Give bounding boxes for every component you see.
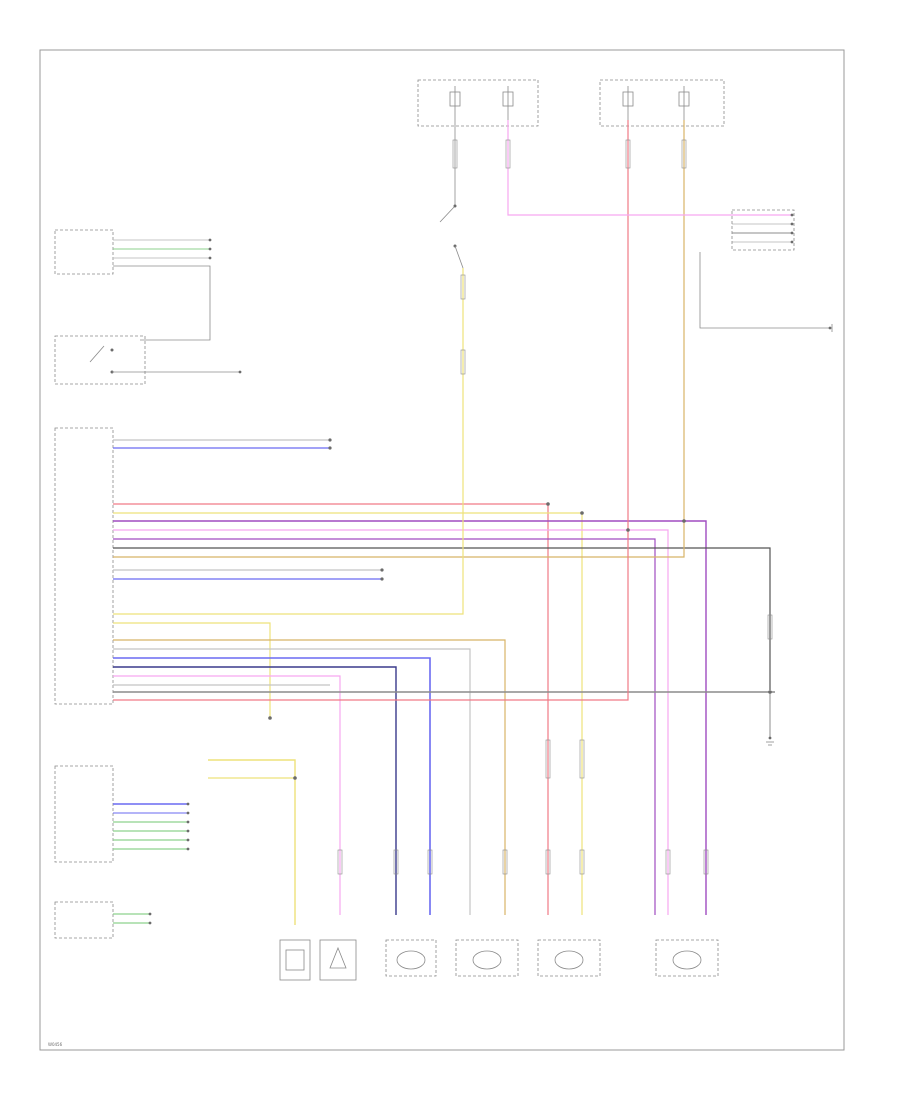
right-rear-inner-sensor	[537, 939, 601, 977]
rear-sensor-unit	[319, 939, 357, 981]
fuse-box-right	[599, 79, 725, 127]
left-rear-outer-sensor	[385, 939, 437, 977]
diagram-frame	[39, 49, 845, 1051]
brake-switch	[439, 204, 464, 269]
ground-symbols	[766, 324, 833, 746]
fuse-box-left	[417, 79, 539, 127]
left-rear-inner-sensor	[455, 939, 519, 977]
inline-connectors	[337, 139, 773, 875]
pump-motor	[279, 939, 311, 981]
body-control-module	[54, 229, 114, 275]
park-assist-module	[54, 427, 114, 705]
right-connector	[731, 209, 795, 251]
wire-arrow-tips	[148, 213, 832, 925]
diagram-code: W0456	[48, 1042, 63, 1047]
right-rear-outer-sensor	[655, 939, 719, 977]
bottom-components	[279, 939, 719, 981]
instrument-cluster	[54, 901, 114, 939]
wires	[112, 120, 830, 925]
power-distribution-unit	[54, 765, 114, 863]
splice-points	[268, 502, 772, 780]
trunk-lid-switch	[54, 335, 146, 385]
